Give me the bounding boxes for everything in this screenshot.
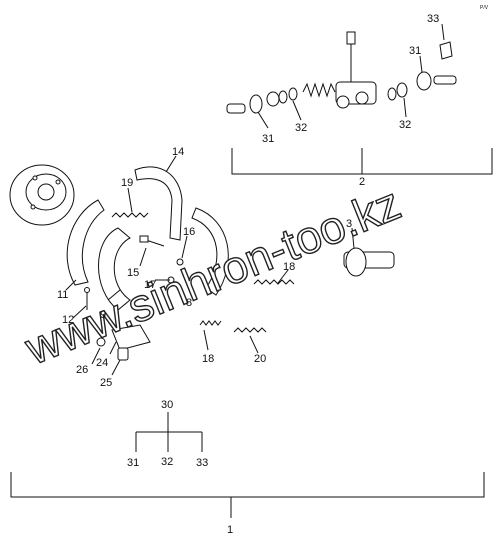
wheel-cylinder-assembly (226, 31, 457, 114)
lever-24 (111, 324, 151, 351)
bracket-1 (10, 472, 485, 518)
brake-shoe-9 (98, 227, 131, 311)
callout-30: 30 (161, 399, 173, 411)
brake-shoe-right (191, 207, 229, 296)
callout-18: 18 (202, 353, 214, 365)
callout-15: 15 (127, 267, 139, 279)
callout-1: 1 (227, 524, 233, 536)
spring-19 (111, 212, 149, 218)
spring-18-right (253, 279, 295, 285)
callout-19: 19 (121, 177, 133, 189)
page-marker: P/V (480, 5, 489, 11)
callout-32: 32 (161, 456, 173, 468)
leader-lines (65, 23, 445, 376)
backing-plate (9, 164, 75, 226)
callout-31: 31 (262, 133, 274, 145)
callout-16: 16 (183, 226, 195, 238)
callout-12: 12 (62, 314, 74, 326)
callout-24: 24 (96, 357, 108, 369)
callout-3: 3 (346, 218, 352, 230)
callout-31: 31 (409, 45, 421, 57)
callout-33: 33 (196, 457, 208, 469)
callout-14: 14 (172, 146, 184, 158)
callout-20: 20 (254, 353, 266, 365)
adjuster-3 (343, 247, 395, 277)
callout-8: 8 (186, 297, 192, 309)
callout-32: 32 (399, 119, 411, 131)
callout-31: 31 (127, 457, 139, 469)
callout-2: 2 (359, 176, 365, 188)
callout-labels: 33 31 31 32 32 2 14 19 3 16 15 17 18 11 … (57, 13, 439, 536)
callout-26: 26 (76, 364, 88, 376)
callout-17: 17 (144, 279, 156, 291)
spring-20 (233, 327, 267, 333)
bracket-30 (135, 412, 203, 452)
brake-shoe-11 (66, 199, 105, 286)
brake-shoe-14 (134, 166, 183, 241)
spring-18-bottom (199, 320, 222, 326)
callout-32: 32 (295, 122, 307, 134)
callout-9: 9 (100, 309, 106, 321)
callout-33: 33 (427, 13, 439, 25)
callout-18: 18 (283, 261, 295, 273)
callout-11: 11 (57, 289, 68, 301)
callout-25: 25 (100, 377, 112, 389)
